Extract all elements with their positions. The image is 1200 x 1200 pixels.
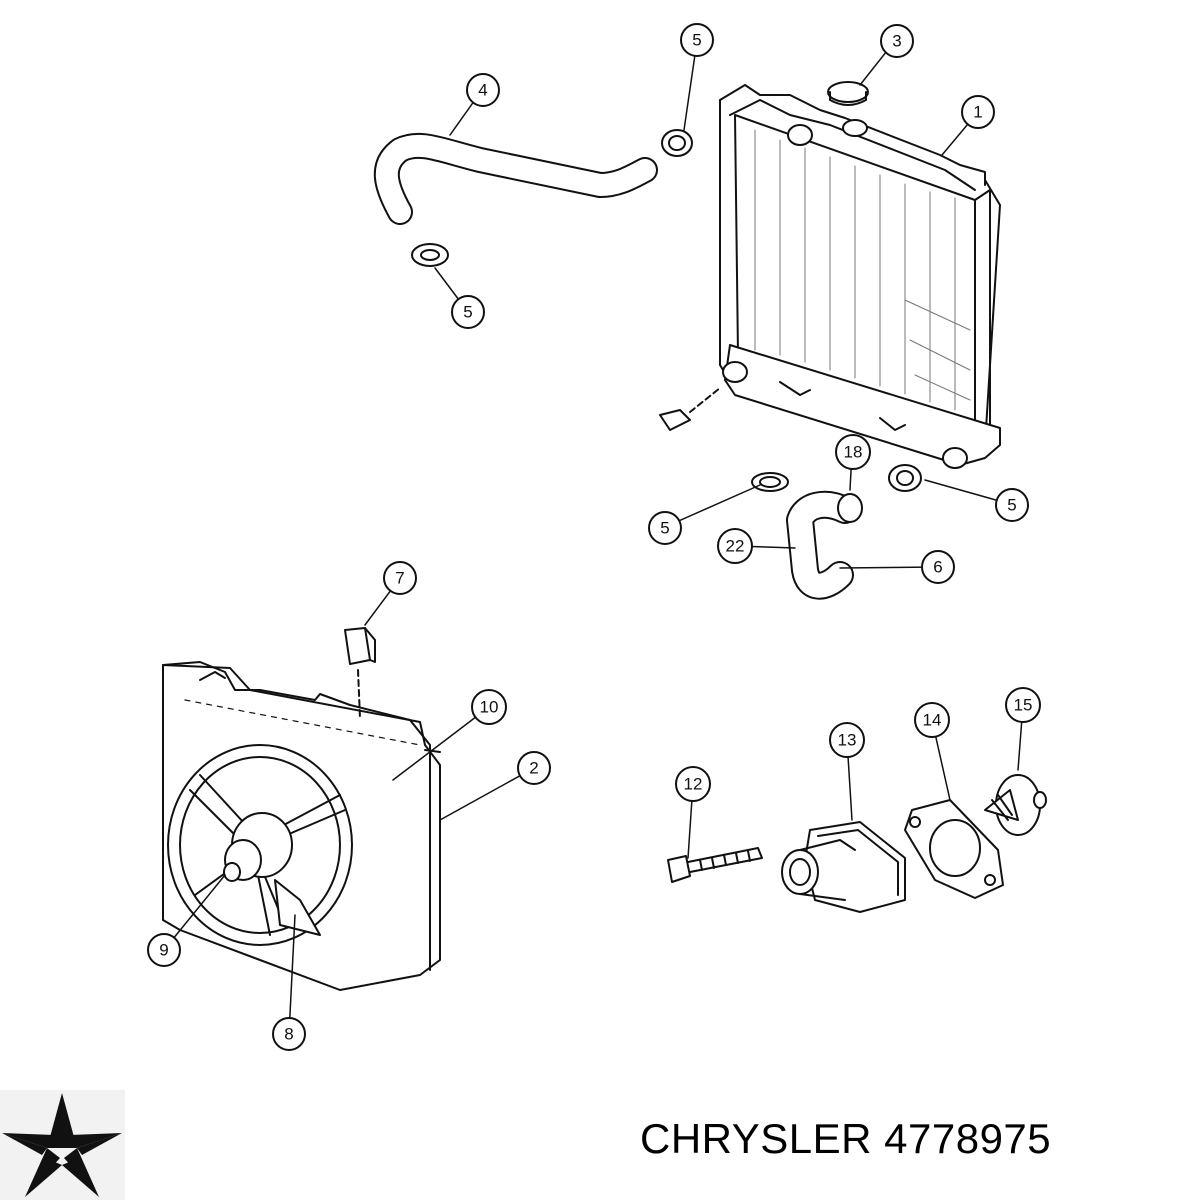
callout-18: 18 — [835, 434, 871, 470]
svg-text:9: 9 — [159, 941, 168, 960]
svg-text:10: 10 — [480, 698, 499, 717]
thermostat-housing — [781, 821, 906, 913]
hose-clamp-lower-right — [888, 464, 922, 492]
thermostat-gasket — [904, 799, 1004, 899]
shroud-clip — [344, 627, 376, 719]
svg-text:5: 5 — [692, 31, 701, 50]
fan-motor-hub — [223, 812, 293, 882]
callout-5-left: 5 — [451, 295, 485, 329]
callout-8: 8 — [272, 1017, 306, 1051]
callout-5-upper: 5 — [680, 23, 714, 57]
svg-text:6: 6 — [933, 558, 942, 577]
callout-1: 1 — [961, 95, 995, 129]
callout-4: 4 — [466, 73, 500, 107]
svg-text:15: 15 — [1014, 696, 1033, 715]
brand-part-number: CHRYSLER 4778975 — [640, 1115, 1052, 1162]
svg-text:5: 5 — [463, 303, 472, 322]
callout-7: 7 — [383, 561, 417, 595]
svg-text:14: 14 — [923, 711, 942, 730]
callout-3: 3 — [880, 24, 914, 58]
callout-10: 10 — [471, 689, 507, 725]
chrysler-pentastar-icon — [0, 1090, 125, 1200]
lower-hose — [786, 490, 863, 600]
svg-text:22: 22 — [726, 537, 745, 556]
svg-text:5: 5 — [660, 519, 669, 538]
callout-5-lower-left: 5 — [648, 511, 682, 545]
hose-clamp-lower-left — [751, 472, 789, 492]
callout-22: 22 — [717, 528, 753, 564]
callout-13: 13 — [829, 722, 865, 758]
callout-15: 15 — [1005, 687, 1041, 723]
hose-clamp-upper-engine — [411, 243, 449, 267]
svg-text:12: 12 — [684, 775, 703, 794]
radiator — [659, 84, 1001, 469]
svg-text:13: 13 — [838, 731, 857, 750]
callout-6: 6 — [921, 550, 955, 584]
callout-14: 14 — [914, 702, 950, 738]
upper-hose — [373, 132, 658, 225]
svg-text:3: 3 — [892, 32, 901, 51]
svg-text:18: 18 — [844, 443, 863, 462]
callout-9: 9 — [147, 933, 181, 967]
svg-text:8: 8 — [284, 1025, 293, 1044]
thermostat — [984, 774, 1047, 836]
svg-text:4: 4 — [478, 81, 487, 100]
svg-text:7: 7 — [395, 569, 404, 588]
radiator-cap — [827, 81, 869, 106]
svg-text:5: 5 — [1007, 496, 1016, 515]
callout-2: 2 — [517, 751, 551, 785]
hose-clamp-upper-radiator — [661, 129, 693, 157]
svg-text:2: 2 — [529, 759, 538, 778]
callout-5-lower-right: 5 — [995, 488, 1029, 522]
thermostat-housing-bolt — [667, 847, 763, 883]
svg-text:1: 1 — [973, 103, 982, 122]
callout-12: 12 — [675, 766, 711, 802]
